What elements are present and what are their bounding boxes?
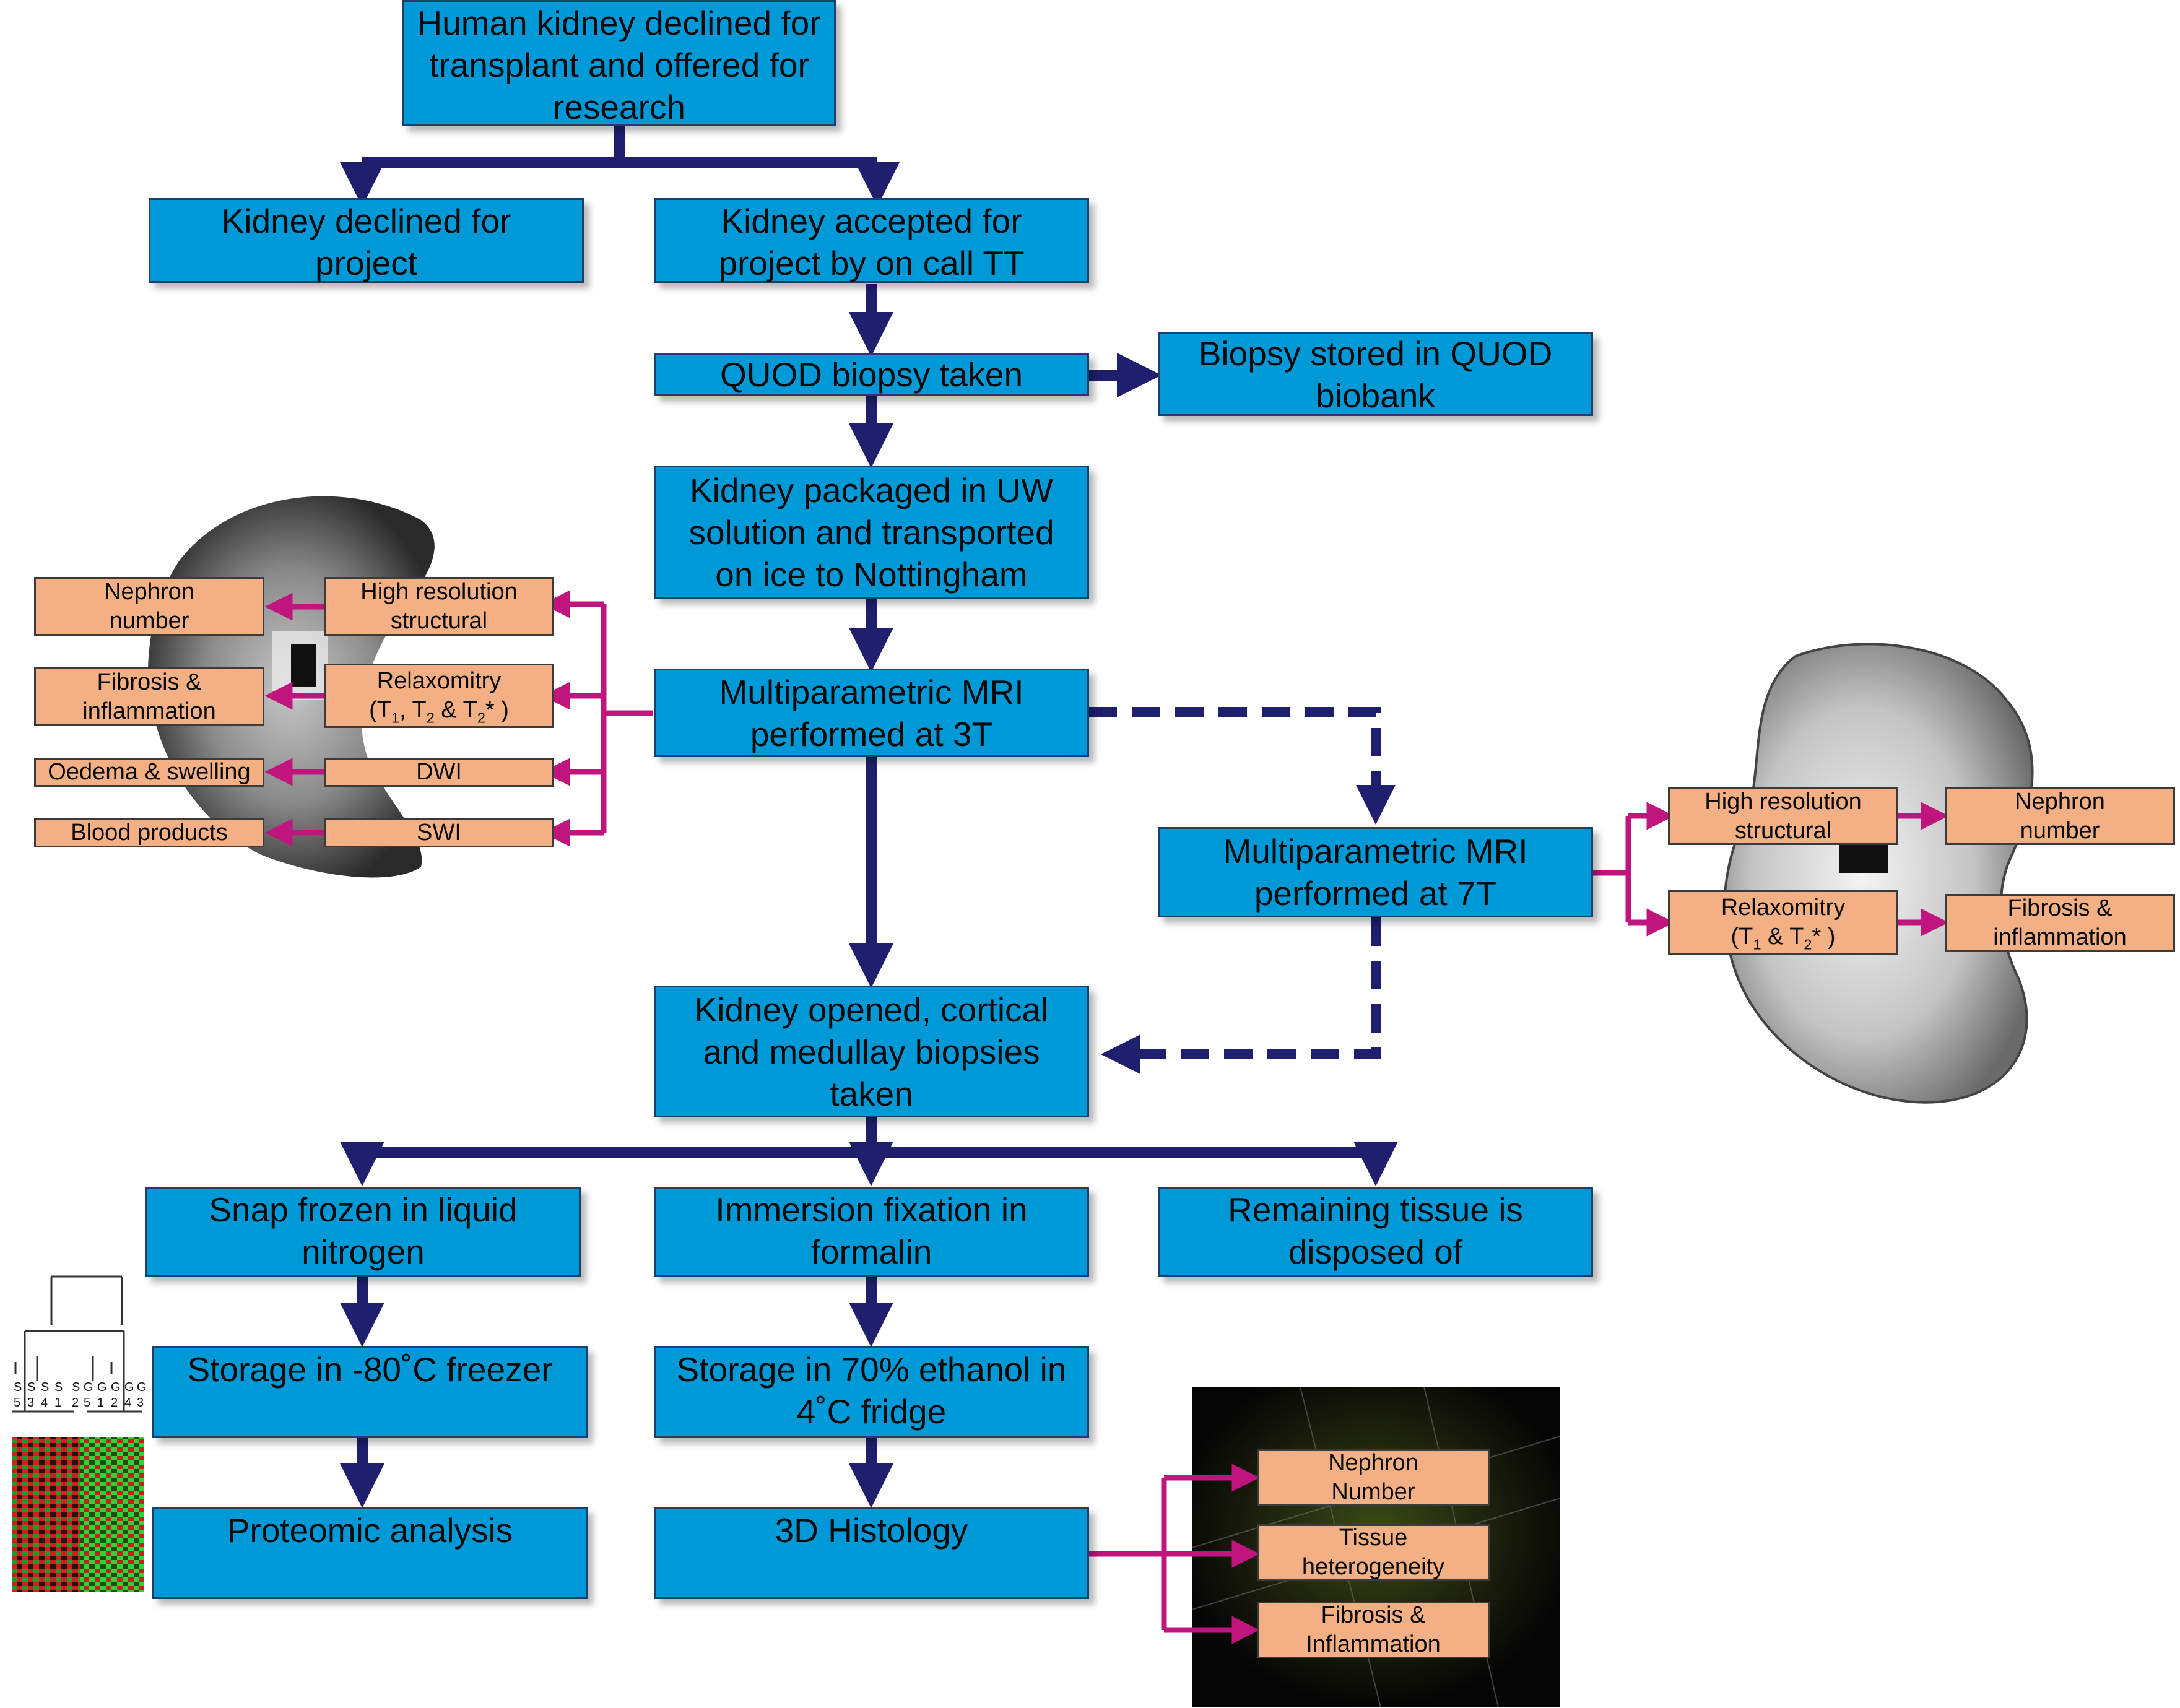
- mri3t-oedema-box: Oedema & swelling: [34, 758, 264, 787]
- svg-text:G: G: [97, 1381, 107, 1394]
- svg-text:4: 4: [41, 1396, 48, 1410]
- svg-text:G: G: [137, 1381, 147, 1394]
- mri7t-relax-box: Relaxomitry(T1 & T2* ): [1668, 890, 1898, 955]
- svg-text:5: 5: [84, 1396, 90, 1410]
- svg-text:1: 1: [97, 1396, 104, 1410]
- svg-text:5: 5: [14, 1396, 20, 1410]
- svg-text:2: 2: [72, 1396, 79, 1410]
- bracket-histology: [1088, 1475, 1237, 1633]
- svg-text:1: 1: [54, 1396, 61, 1410]
- mri3t-dwi-box: DWI: [324, 758, 554, 787]
- arrow-opened-split: [362, 1117, 1376, 1158]
- arrow-start-split: [362, 124, 877, 168]
- heatmap-labels: S S S S S G G G G G 5 3 4 1 2 5 1 2 4 3: [14, 1381, 147, 1410]
- dashed-arrow-to-mri7t: [1088, 707, 1396, 825]
- svg-text:G: G: [111, 1381, 121, 1394]
- hist-fibrosis-box: Fibrosis &Inflammation: [1257, 1602, 1490, 1658]
- dashed-arrow-to-opened: [1101, 917, 1381, 1074]
- proteomic-box: Proteomic analysis: [152, 1507, 588, 1599]
- svg-text:3: 3: [27, 1396, 34, 1410]
- mri3t-blood-box: Blood products: [34, 818, 264, 847]
- storage-80-box: Storage in -80˚C freezer: [152, 1346, 588, 1438]
- proteomic-heatmap-image: [12, 1275, 144, 1592]
- bracket-mri7t: [1592, 813, 1652, 926]
- bracket-mri3t: [567, 601, 653, 836]
- kidney-7t-image: [1723, 643, 2034, 1104]
- svg-text:S: S: [41, 1381, 49, 1394]
- histology-box: 3D Histology: [654, 1507, 1089, 1599]
- svg-text:G: G: [124, 1381, 134, 1394]
- mri3t-relax-box: Relaxomitry(T1, T2 & T2* ): [324, 664, 554, 728]
- svg-text:2: 2: [111, 1396, 118, 1410]
- svg-text:S: S: [27, 1381, 35, 1394]
- svg-text:G: G: [84, 1381, 93, 1394]
- svg-text:3: 3: [137, 1396, 144, 1410]
- quod-biopsy-box: QUOD biopsy taken: [654, 353, 1089, 396]
- svg-text:S: S: [72, 1381, 80, 1394]
- mri3t-swi-box: SWI: [324, 818, 554, 847]
- mri7t-fibrosis-box: Fibrosis &inflammation: [1945, 894, 2175, 952]
- svg-text:4: 4: [124, 1396, 131, 1410]
- svg-text:S: S: [14, 1381, 22, 1394]
- svg-text:S: S: [54, 1381, 63, 1394]
- mri3t-fibrosis-box: Fibrosis &inflammation: [34, 667, 264, 726]
